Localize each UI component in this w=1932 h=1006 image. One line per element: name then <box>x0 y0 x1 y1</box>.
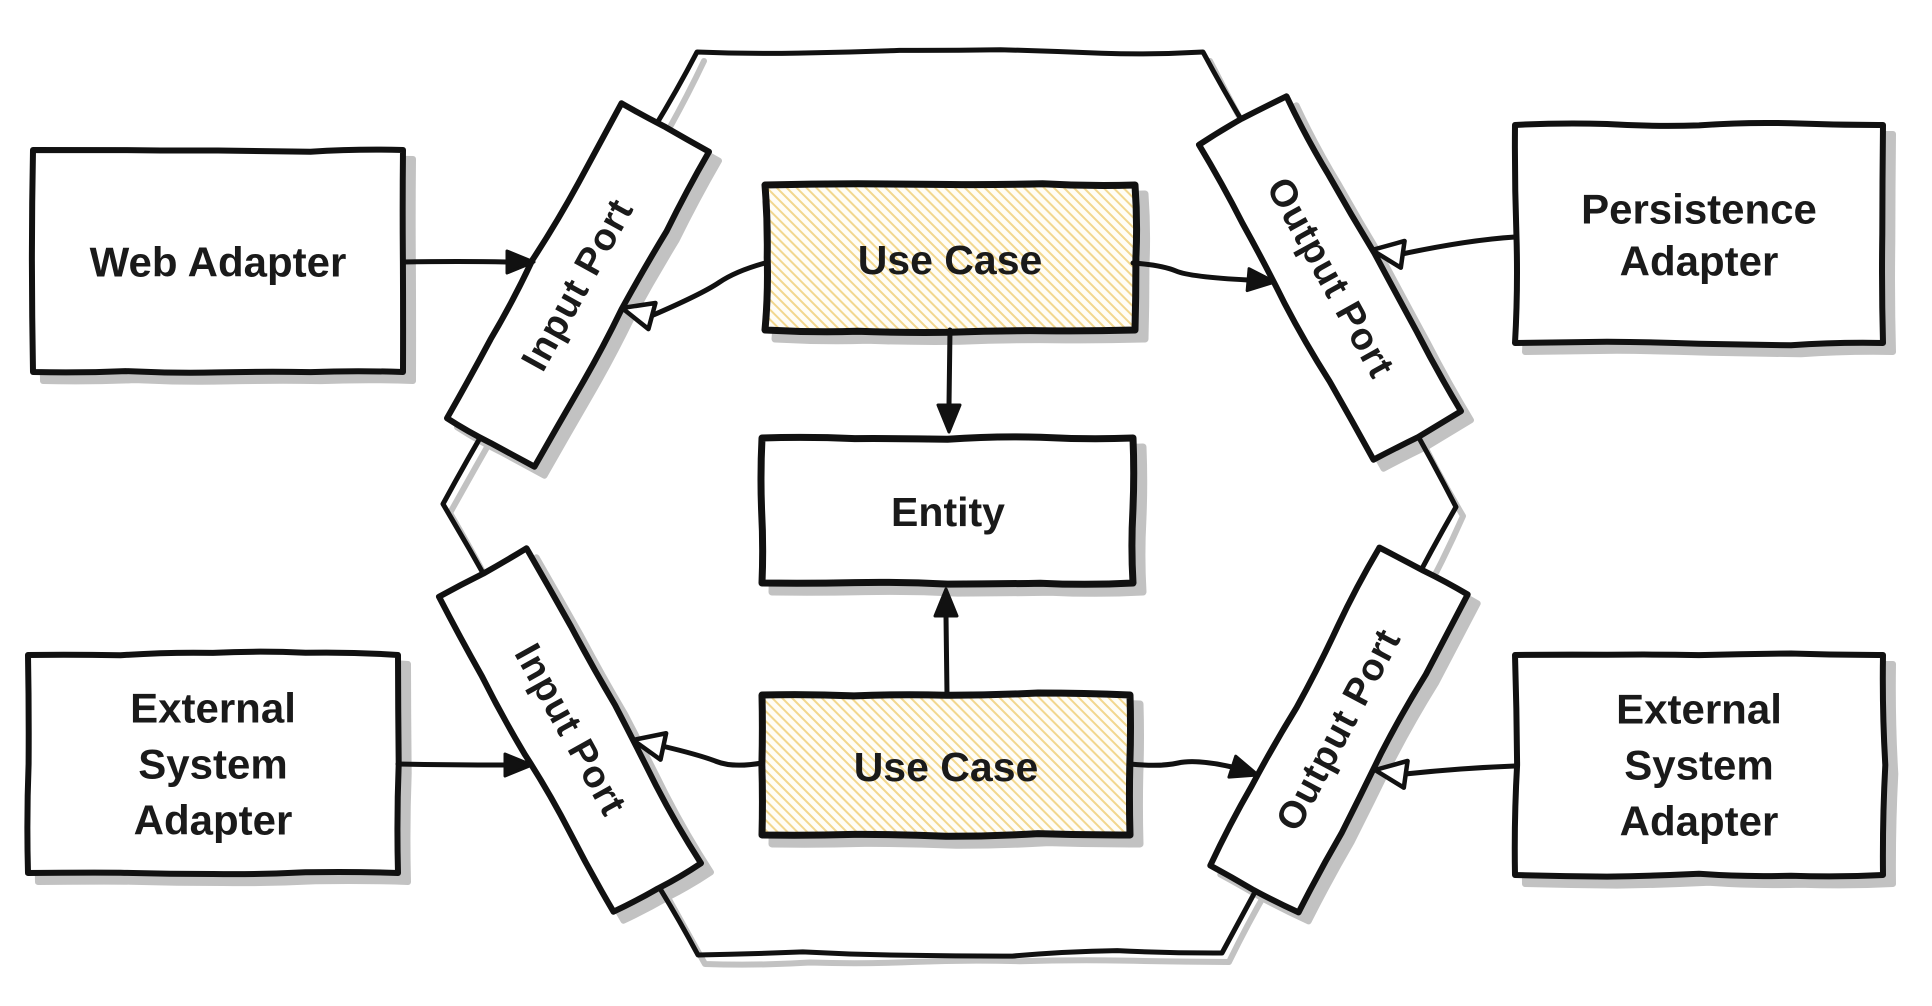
input-port-bottom-box-fill <box>439 548 701 912</box>
arrow-layer <box>395 234 1518 790</box>
entity-label: Entity <box>891 489 1005 535</box>
external-system-adapter-left-label-line-1: External <box>130 685 296 732</box>
web-adapter-box <box>28 146 407 376</box>
entity-box-fill <box>760 436 1134 585</box>
arrow-use-case-bottom-to-output-port-bottom <box>1127 759 1235 770</box>
arrow-use-case-top-to-output-port-top-arrowhead-solid <box>1245 267 1277 293</box>
output-port-bottom-box <box>1207 544 1471 916</box>
arrow-external-system-adapter-left-to-input-port-bottom-arrowhead-solid <box>503 752 534 778</box>
external-system-adapter-right-box-fill <box>1514 653 1886 877</box>
input-port-bottom-box <box>436 545 704 915</box>
external-system-adapter-left-box-fill <box>27 651 399 875</box>
web-adapter-label: Web Adapter <box>90 239 347 286</box>
input-port-top-box-fill <box>447 103 709 467</box>
external-system-adapter-left-box <box>24 648 402 878</box>
input-port-top-box <box>444 100 712 470</box>
persistence-adapter-box-fill <box>1514 122 1883 346</box>
arrow-use-case-bottom-to-input-port-bottom <box>659 743 765 768</box>
output-port-bottom-box-fill <box>1210 547 1468 913</box>
external-system-adapter-right-label-line-1: External <box>1616 686 1782 733</box>
use-case-top-label: Use Case <box>858 237 1043 283</box>
arrow-external-system-adapter-right-to-output-port-bottom <box>1402 763 1518 777</box>
use-case-bottom-box-hatch <box>761 693 1131 837</box>
arrow-web-adapter-to-input-port-top-arrowhead-solid <box>505 249 536 275</box>
arrow-web-adapter-to-input-port-top <box>400 259 510 265</box>
external-system-adapter-right-label-line-2: System <box>1624 742 1773 789</box>
arrow-use-case-bottom-to-entity-arrowhead-solid <box>933 587 959 618</box>
hexagon-layer <box>440 47 1459 959</box>
arrow-use-case-bottom-to-output-port-bottom-arrowhead-solid <box>1227 754 1260 779</box>
output-port-top-box-fill <box>1199 96 1461 460</box>
persistence-adapter-box <box>1511 119 1886 349</box>
external-system-adapter-left-label-line-2: System <box>138 741 287 788</box>
arrow-persistence-adapter-to-output-port-top-arrowhead-open <box>1369 238 1407 270</box>
arrow-external-system-adapter-right-to-output-port-bottom-arrowhead-open <box>1372 758 1410 790</box>
persistence-adapter-label-line-2: Adapter <box>1620 238 1779 285</box>
web-adapter-box-fill <box>31 149 404 373</box>
hexagon-outline <box>440 47 1459 959</box>
arrow-use-case-top-to-input-port-top-arrowhead-open <box>619 300 658 332</box>
external-system-adapter-right-box <box>1511 650 1889 880</box>
external-system-adapter-left-label-line-3: Adapter <box>134 797 293 844</box>
arrow-use-case-top-to-input-port-top <box>648 260 768 319</box>
arrow-use-case-top-to-entity <box>946 327 953 408</box>
entity-box <box>757 433 1138 588</box>
arrow-use-case-top-to-output-port-top <box>1130 260 1251 283</box>
arrow-external-system-adapter-left-to-input-port-bottom <box>395 761 509 768</box>
persistence-adapter-label-line-1: Persistence <box>1581 186 1817 233</box>
output-port-top-box <box>1196 93 1464 463</box>
arrow-use-case-bottom-to-entity <box>943 613 950 698</box>
use-case-top-box-hatch <box>765 183 1137 333</box>
use-case-bottom-label: Use Case <box>854 744 1039 790</box>
box-layer <box>24 93 1889 916</box>
arrow-use-case-top-to-entity-arrowhead-solid <box>936 403 962 434</box>
external-system-adapter-right-label-line-3: Adapter <box>1620 798 1779 845</box>
use-case-top-box <box>761 180 1141 336</box>
arrow-use-case-bottom-to-input-port-bottom-arrowhead-open <box>630 730 669 762</box>
arrow-persistence-adapter-to-output-port-top <box>1399 234 1518 257</box>
